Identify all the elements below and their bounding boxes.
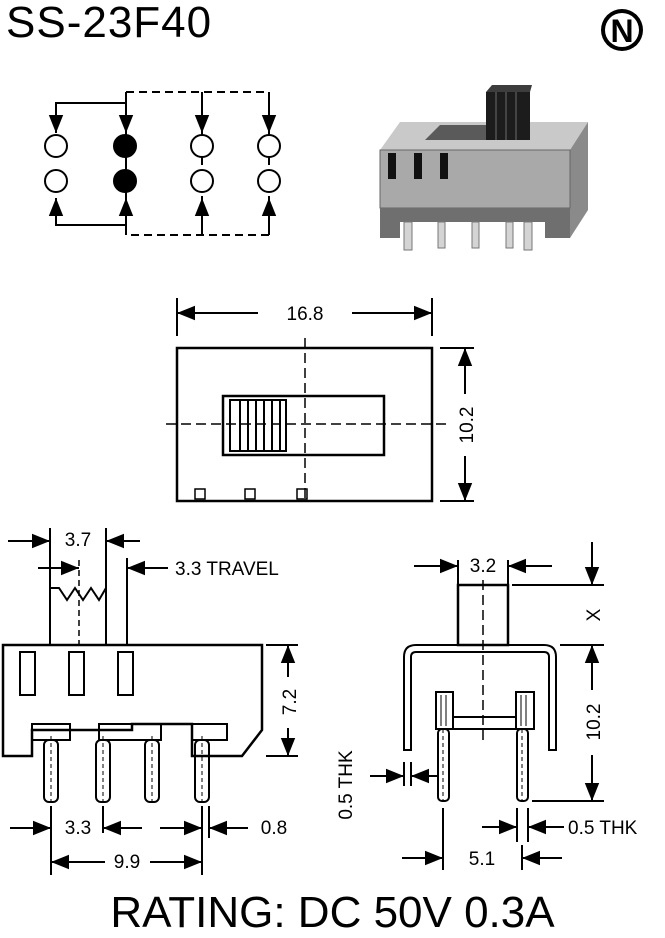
end-height-label: 10.2 (584, 704, 605, 741)
pin-span-label: 9.9 (114, 852, 140, 873)
thk-right-label: 0.5 THK (568, 818, 638, 839)
side-knob-width-label: 3.7 (65, 530, 91, 551)
part-number-title: SS-23F40 (6, 0, 213, 47)
logo-letter: N (610, 13, 633, 49)
circuit-schematic (44, 91, 281, 236)
thk-left-label: 0.5 THK (336, 750, 357, 820)
side-view (1, 528, 298, 875)
end-view (370, 542, 604, 870)
pin-pitch-label: 3.3 (65, 818, 91, 839)
travel-label: 3.3 TRAVEL (175, 559, 279, 580)
product-photo (379, 85, 588, 251)
top-view-width-label: 16.8 (287, 304, 324, 325)
side-height-label: 7.2 (280, 689, 301, 715)
brand-logo: N (601, 9, 643, 51)
top-view-height-label: 10.2 (457, 407, 478, 444)
pin-width-label: 0.8 (261, 818, 287, 839)
end-pin-span-label: 5.1 (469, 849, 495, 870)
knob-height-label: X (584, 608, 605, 621)
rating-label: RATING: DC 50V 0.3A (110, 888, 555, 937)
top-view (166, 298, 474, 503)
end-knob-width-label: 3.2 (470, 556, 496, 577)
